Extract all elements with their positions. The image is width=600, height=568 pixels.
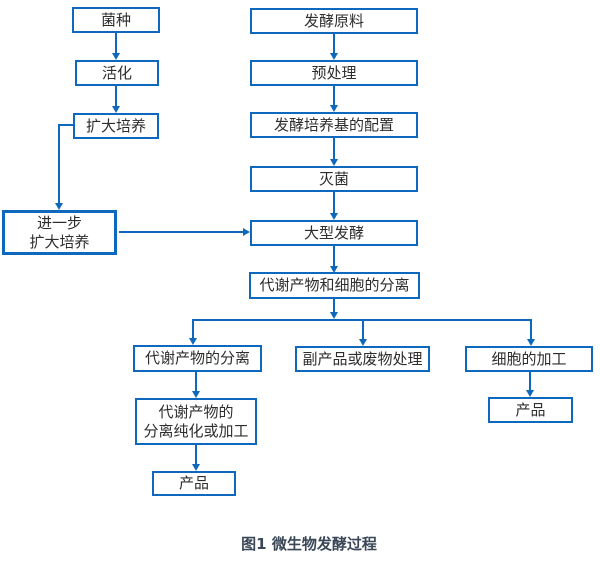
connector-strain-activation [115, 33, 117, 53]
arrowhead-purify-product [192, 464, 200, 471]
node-strain: 菌种 [72, 7, 160, 33]
connector-cellproc-product [529, 372, 531, 391]
arrowhead-sterilize-large [330, 213, 338, 220]
arrowhead-large-separation [330, 266, 338, 273]
connector-metabsep-purify [195, 372, 197, 392]
node-activation: 活化 [75, 60, 159, 86]
node-expand-culture: 扩大培养 [73, 113, 159, 139]
connector-junction-metabsep [192, 319, 194, 339]
arrowhead-medium-sterilize [330, 159, 338, 166]
node-metabolite-separation: 代谢产物的分离 [133, 345, 262, 372]
arrowhead-activation-expand [112, 106, 120, 113]
connector-separation-junction [333, 299, 335, 313]
arrowhead-separation-junction [330, 312, 338, 319]
connector-medium-sterilize [333, 138, 335, 160]
connector-expand-elbow-v [58, 124, 60, 204]
node-cell-processing: 细胞的加工 [465, 346, 593, 372]
connector-junction-cellproc [530, 319, 532, 340]
node-sterilization: 灭菌 [250, 166, 418, 192]
node-fermentation-raw-materials: 发酵原料 [250, 8, 418, 34]
figure-caption: 图1 微生物发酵过程 [241, 535, 377, 553]
arrowhead-expand-further [55, 203, 63, 210]
node-metabolite-cell-separation: 代谢产物和细胞的分离 [249, 272, 420, 299]
arrowhead-junction-cellproc [527, 339, 535, 346]
arrowhead-junction-byproduct [359, 339, 367, 346]
node-product-metabolite: 产品 [152, 471, 236, 496]
arrowhead-cellproc-product [526, 390, 534, 397]
arrowhead-pretreat-medium [330, 105, 338, 112]
arrowhead-strain-activation [112, 53, 120, 60]
connector-expand-elbow-h [58, 124, 75, 126]
connector-purify-product [195, 445, 197, 465]
node-byproduct-waste-treatment: 副产品或废物处理 [295, 346, 430, 372]
connector-sterilize-large [333, 192, 335, 214]
arrowhead-raw-pretreat [330, 53, 338, 60]
connector-large-separation [333, 246, 335, 266]
connector-raw-pretreat [333, 34, 335, 54]
node-further-expand-culture: 进一步 扩大培养 [2, 210, 117, 255]
connector-activation-expand [115, 86, 117, 106]
connector-further-large [119, 231, 244, 233]
node-product-cell: 产品 [488, 397, 573, 423]
node-pretreatment: 预处理 [250, 60, 418, 86]
connector-junction-byproduct [362, 319, 364, 340]
node-purification-or-processing: 代谢产物的 分离纯化或加工 [135, 398, 257, 445]
node-large-scale-fermentation: 大型发酵 [250, 220, 418, 246]
arrowhead-junction-metabsep [189, 338, 197, 345]
arrowhead-further-large [243, 228, 250, 236]
arrowhead-metabsep-purify [192, 391, 200, 398]
node-medium-preparation: 发酵培养基的配置 [250, 112, 418, 138]
connector-pretreat-medium [333, 86, 335, 106]
